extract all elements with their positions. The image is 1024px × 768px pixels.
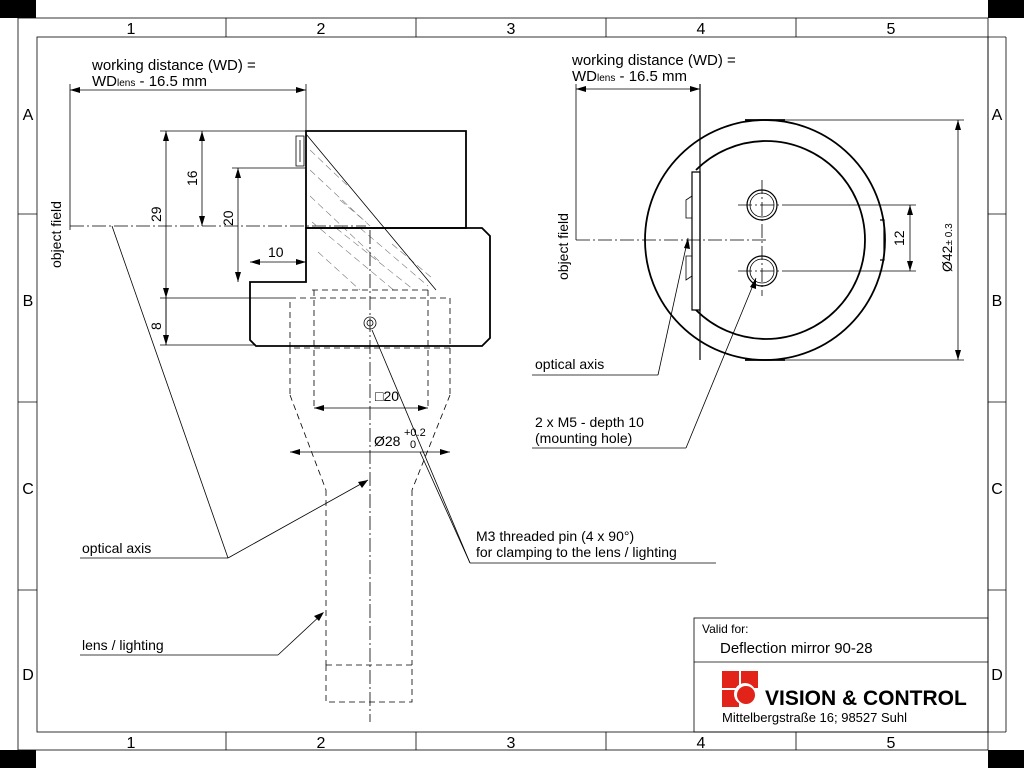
side-wd-sub: lens (117, 78, 135, 89)
product-name: Deflection mirror 90-28 (720, 640, 873, 657)
logo-square-top-left (722, 671, 739, 688)
dim-dia28-tol-upper: +0.2 (404, 427, 426, 439)
lens-lighting-label: lens / lighting (82, 637, 164, 653)
dim-dia28-tol-lower: 0 (410, 439, 416, 451)
mirror-hatching (305, 133, 437, 293)
side-optical-axis-label: optical axis (82, 540, 151, 556)
company-name: VISION & CONTROL (765, 687, 967, 710)
side-wd-suffix: - 16.5 mm (135, 73, 207, 90)
mount-label-line2: (mounting hole) (535, 430, 632, 446)
pin-label-line1: M3 threaded pin (4 x 90°) (476, 528, 634, 544)
row-label-right-b: B (992, 293, 1003, 310)
dim-dia42-value: Ø42 (939, 245, 955, 272)
dim-12-label: 12 (891, 230, 907, 246)
front-view: working distance (WD) = WDlens - 16.5 mm… (532, 52, 964, 449)
front-wd-sub: lens (597, 73, 615, 84)
front-wd-suffix: - 16.5 mm (615, 68, 687, 85)
corner-mark-top-left (0, 0, 36, 18)
front-inner-ring (695, 140, 866, 340)
corner-mark-top-right (988, 0, 1024, 18)
front-object-field: object field (555, 213, 571, 280)
row-label-right-a: A (992, 107, 1003, 124)
col-label-top-1: 1 (127, 21, 136, 38)
company-address: Mittelbergstraße 16; 98527 Suhl (722, 710, 907, 725)
col-label-bottom-4: 4 (697, 735, 706, 752)
col-label-top-5: 5 (887, 21, 896, 38)
front-wd-line2: WDlens - 16.5 mm (572, 68, 687, 85)
side-view: working distance (WD) = WDlens - 16.5 mm… (48, 57, 716, 722)
drawing-frame (17, 17, 1007, 751)
row-label-left-b: B (23, 293, 34, 310)
dim-20-label: 20 (220, 210, 236, 226)
row-label-right-d: D (991, 667, 1003, 684)
mount-label-line1: 2 x M5 - depth 10 (535, 414, 644, 430)
dim-8-label: 8 (148, 322, 164, 330)
side-wd-line2: WDlens - 16.5 mm (92, 73, 207, 90)
row-label-left-c: C (22, 481, 34, 498)
col-label-bottom-1: 1 (127, 735, 136, 752)
threaded-pin-hole (363, 316, 377, 330)
corner-mark-bottom-left (0, 750, 36, 768)
row-label-left-d: D (22, 667, 34, 684)
dim-29-label: 29 (148, 206, 164, 222)
col-label-bottom-5: 5 (887, 735, 896, 752)
dim-square-20-label: □20 (375, 388, 399, 404)
pin-label-line2: for clamping to the lens / lighting (476, 544, 677, 560)
col-label-top-4: 4 (697, 21, 706, 38)
dim-dia42-label: Ø42± 0.3 (939, 223, 955, 272)
dim-16-label: 16 (184, 170, 200, 186)
title-block: Valid for: Deflection mirror 90-28 VISIO… (693, 617, 989, 733)
row-label-right-c: C (991, 481, 1003, 498)
logo-circle-inner (737, 686, 755, 704)
dim-10-label: 10 (268, 244, 284, 260)
dim-dia28-label: Ø28 (374, 433, 401, 449)
col-label-top-3: 3 (507, 21, 516, 38)
upper-housing (305, 130, 467, 229)
front-wd-line1: working distance (WD) = (571, 52, 736, 69)
lens-body-outline (325, 664, 413, 703)
col-label-bottom-2: 2 (317, 735, 326, 752)
side-object-field: object field (48, 201, 64, 268)
side-wd-line1: working distance (WD) = (91, 57, 256, 74)
valid-for-label: Valid for: (702, 622, 748, 636)
dim-dia42-tol: ± 0.3 (944, 223, 955, 246)
corner-mark-bottom-right (988, 750, 1024, 768)
company-logo-icon (722, 671, 758, 707)
col-label-bottom-3: 3 (507, 735, 516, 752)
row-label-left-a: A (23, 107, 34, 124)
side-wd-prefix: WD (92, 73, 117, 90)
front-wd-prefix: WD (572, 68, 597, 85)
col-label-top-2: 2 (317, 21, 326, 38)
front-optical-axis-label: optical axis (535, 356, 604, 372)
lower-housing (249, 227, 491, 347)
